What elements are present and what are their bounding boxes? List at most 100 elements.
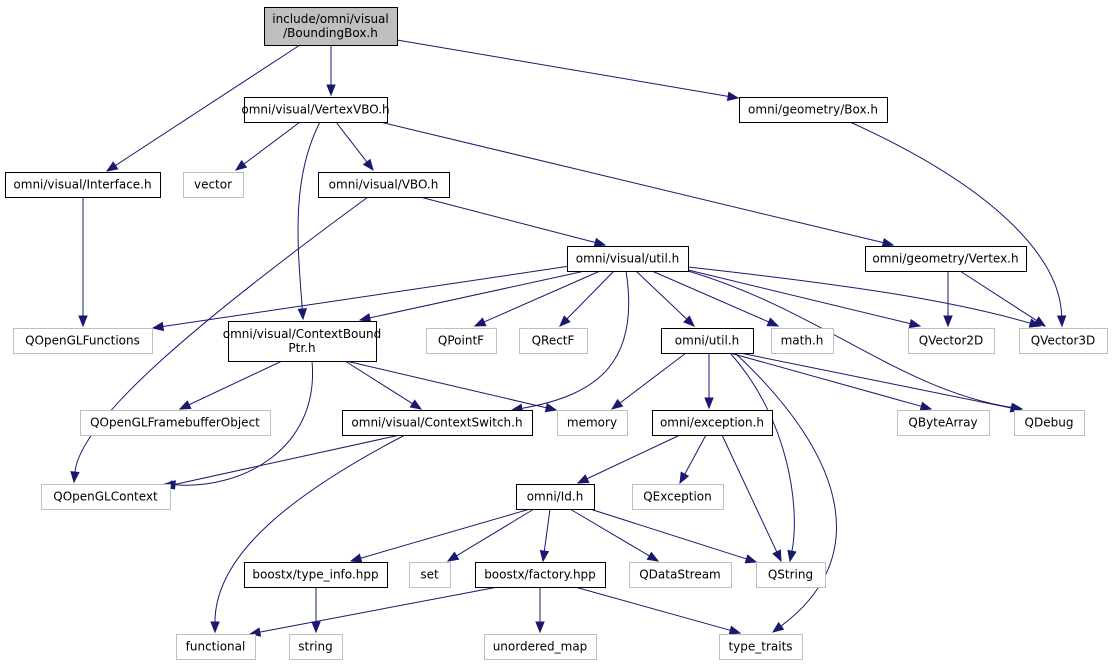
node-box[interactable]: omni/geometry/Box.h — [739, 97, 888, 123]
node-outil[interactable]: omni/util.h — [661, 328, 754, 354]
edge-box-to-qvec3 — [849, 121, 1067, 328]
edge-vbo-to-qglctx — [70, 196, 369, 484]
node-box — [771, 328, 834, 354]
node-interface[interactable]: omni/visual/Interface.h — [5, 172, 161, 198]
edge-line — [335, 121, 368, 163]
node-label: omni/util.h — [675, 334, 739, 348]
edge-line — [569, 508, 650, 557]
node-label: omni/visual/VertexVBO.h — [241, 103, 389, 117]
node-qvec2: QVector2D — [908, 328, 995, 354]
node-typeinfo[interactable]: boostx/type_info.hpp — [244, 562, 388, 588]
node-box — [244, 97, 388, 123]
edge-oid-to-factory — [539, 508, 551, 563]
node-memory: memory — [557, 410, 628, 436]
node-vbo[interactable]: omni/visual/VBO.h — [318, 172, 450, 198]
node-label: omni/geometry/Box.h — [748, 103, 878, 117]
node-qglctx: QOpenGLContext — [41, 484, 171, 510]
node-bbox[interactable]: include/omni/visual/BoundingBox.h — [264, 7, 398, 46]
dependency-edges — [70, 39, 1067, 637]
node-label: QOpenGLFramebufferObject — [90, 416, 260, 430]
edge-vutil-to-qvec2 — [687, 269, 922, 329]
edge-line — [521, 270, 630, 409]
node-qrectf: QRectF — [519, 328, 588, 354]
node-box — [719, 634, 803, 660]
edge-line — [687, 266, 1031, 324]
node-box — [897, 410, 990, 436]
edge-factory-to-umap — [535, 587, 545, 634]
node-label: QException — [643, 490, 712, 504]
node-box — [632, 484, 724, 510]
edge-line — [115, 44, 301, 166]
dependency-nodes: include/omni/visual/BoundingBox.h omni/vi… — [5, 7, 1108, 660]
node-vertexvbo[interactable]: omni/visual/VertexVBO.h — [241, 97, 390, 123]
edge-arrowhead — [726, 91, 740, 101]
node-box — [228, 321, 377, 362]
edge-arrowhead — [446, 551, 460, 562]
edge-arrowhead — [349, 553, 363, 563]
edge-arrowhead — [178, 400, 192, 410]
edge-vutil-to-math — [651, 270, 780, 327]
edge-line — [721, 434, 778, 553]
node-box — [80, 410, 271, 436]
node-box — [567, 246, 689, 272]
edge-arrowhead — [358, 313, 372, 323]
edge-vbo-to-vutil — [419, 196, 607, 247]
node-box — [475, 562, 606, 588]
node-label: omni/visual/VBO.h — [329, 178, 439, 192]
node-box — [409, 562, 451, 588]
node-vutil[interactable]: omni/visual/util.h — [567, 246, 689, 272]
edge-line — [589, 508, 747, 560]
node-label: /BoundingBox.h — [283, 26, 378, 40]
node-qbytearray: QByteArray — [897, 410, 990, 436]
node-exception[interactable]: omni/exception.h — [652, 410, 773, 436]
edge-outil-to-qstring — [729, 352, 797, 563]
node-factory[interactable]: boostx/factory.hpp — [475, 562, 606, 588]
edge-oid-to-set — [446, 508, 535, 562]
edge-line — [635, 270, 688, 320]
node-box — [865, 246, 1027, 272]
node-gvertex[interactable]: omni/geometry/Vertex.h — [865, 246, 1027, 272]
edge-line — [344, 360, 413, 405]
edge-bbox-to-interface — [105, 44, 301, 172]
edge-line — [162, 265, 571, 328]
edge-line — [543, 508, 551, 552]
edge-arrowhead — [593, 237, 607, 247]
edge-factory-to-typetraits — [574, 586, 742, 635]
node-label: boostx/factory.hpp — [484, 568, 596, 582]
node-label: omni/geometry/Vertex.h — [872, 252, 1018, 266]
edge-arrowhead — [70, 471, 80, 484]
node-label: vector — [194, 178, 232, 192]
edge-outil-to-qbytearray — [729, 352, 933, 411]
node-label: QOpenGLFunctions — [25, 334, 140, 348]
node-label: unordered_map — [493, 640, 588, 654]
edge-cbptr-to-ctxswitch — [344, 360, 423, 410]
node-label: QDebug — [1025, 416, 1074, 430]
node-label: omni/visual/util.h — [576, 252, 679, 266]
node-oid[interactable]: omni/Id.h — [516, 484, 595, 510]
edge-line — [849, 121, 1063, 317]
edge-line — [379, 121, 884, 244]
edge-ctxswitch-to-qglctx — [161, 434, 401, 490]
edge-outil-to-memory — [610, 352, 687, 410]
edge-line — [483, 270, 601, 323]
node-box — [661, 328, 754, 354]
node-box — [41, 484, 171, 510]
edge-vutil-to-qrectf — [559, 270, 615, 327]
node-box — [557, 410, 628, 436]
edge-bbox-to-vertexvbo — [326, 45, 336, 97]
edge-cbptr-to-memory — [345, 360, 558, 413]
edge-line — [729, 352, 795, 552]
node-math: math.h — [771, 328, 834, 354]
edge-arrowhead — [362, 158, 374, 172]
node-label: include/omni/visual — [272, 12, 389, 26]
node-label: memory — [567, 416, 617, 430]
edge-arrowhead — [787, 549, 797, 563]
edge-line — [687, 270, 1013, 408]
node-ctxswitch[interactable]: omni/visual/ContextSwitch.h — [342, 410, 533, 436]
edge-line — [297, 121, 321, 310]
node-qvec3: QVector3D — [1019, 328, 1108, 354]
node-box — [1019, 328, 1108, 354]
node-box — [908, 328, 995, 354]
edge-arrowhead — [881, 237, 895, 248]
